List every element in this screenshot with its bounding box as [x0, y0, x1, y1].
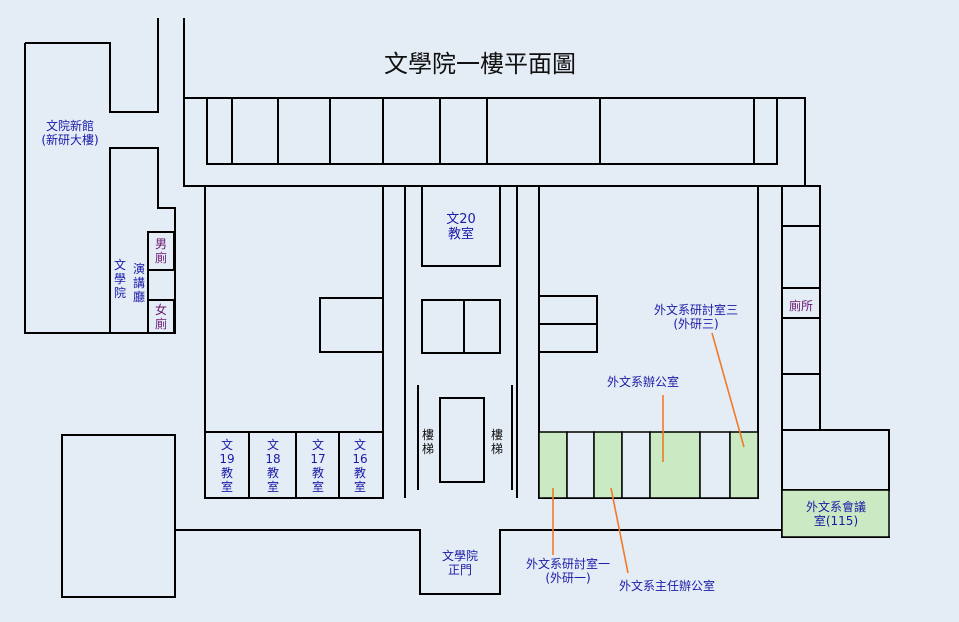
label-room-16: 文 16 教 室 [352, 438, 368, 494]
seminar-room-3 [729, 431, 759, 499]
label-stairs-left: 樓 梯 [421, 428, 434, 456]
label-restroom-right: 廁所 [788, 299, 813, 313]
label-new-building: 文院新館 (新研大樓) [41, 119, 99, 147]
label-room-17: 文 17 教 室 [310, 438, 326, 494]
label-chair-office: 外文系主任辦公室 [618, 579, 715, 593]
label-room-20: 文20 教室 [446, 212, 476, 242]
meeting-room-block [781, 429, 890, 491]
new-building-outline [25, 18, 159, 113]
room-20 [421, 185, 501, 267]
stairwell [439, 397, 485, 483]
left-courtyard-box [319, 297, 384, 353]
label-womens-room: 女 廁 [154, 303, 167, 331]
label-mens-room: 男 廁 [154, 237, 167, 265]
label-meeting-room: 外文系會議 室(115) [805, 500, 866, 528]
meeting-room [781, 489, 890, 538]
map-title: 文學院一樓平面圖 [384, 50, 576, 78]
label-lecture-hall-left: 文 學 院 [113, 258, 126, 300]
chair-office [593, 431, 623, 499]
label-seminar-room-1: 外文系研討室一 (外研一) [525, 557, 610, 585]
label-dept-office: 外文系辦公室 [606, 375, 679, 389]
callout-chair [610, 487, 629, 574]
dept-office [649, 431, 701, 499]
new-building-lower [24, 43, 176, 334]
label-seminar-room-3: 外文系研討室三 (外研三) [653, 303, 738, 331]
label-main-gate: 文學院 正門 [441, 549, 478, 577]
southwest-block [61, 434, 176, 598]
north-room-row [206, 97, 778, 165]
main-outer-wall [183, 18, 890, 538]
label-room-19: 文 19 教 室 [219, 438, 235, 494]
label-lecture-hall-right: 演 講 廳 [132, 262, 145, 304]
callout-seminar3 [711, 332, 745, 448]
label-room-18: 文 18 教 室 [265, 438, 281, 494]
label-stairs-right: 樓 梯 [490, 428, 503, 456]
